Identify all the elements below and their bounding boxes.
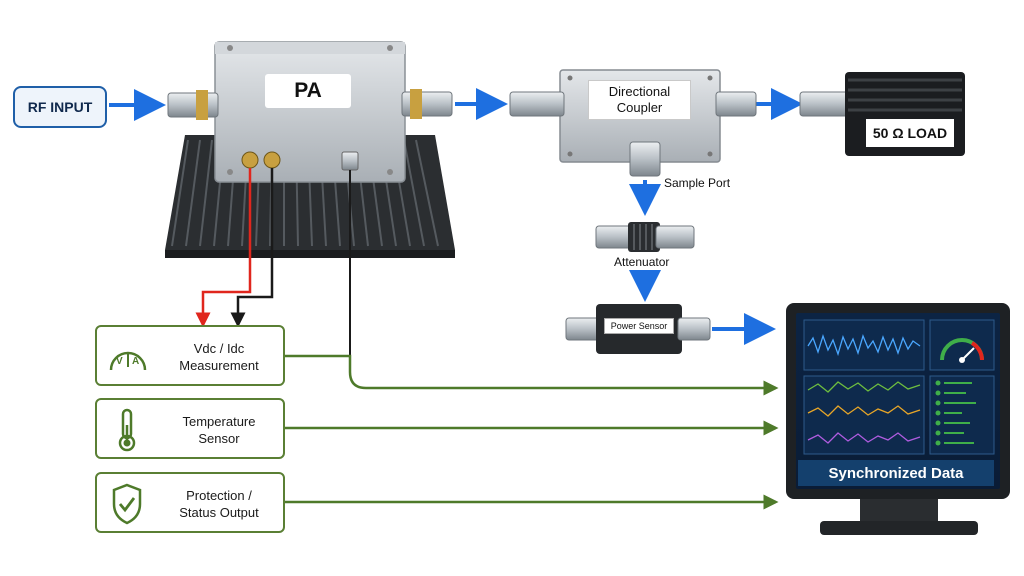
protection-text: Protection / Status Output <box>159 487 279 521</box>
vdc-line1: Vdc / Idc <box>193 341 245 356</box>
positive-wire <box>195 168 252 328</box>
load-label: 50 Ω LOAD <box>866 119 954 147</box>
temp-line1: Temperature <box>182 414 256 429</box>
sample-port-label: Sample Port <box>664 176 731 190</box>
attenuator-label: Attenuator <box>614 255 670 269</box>
screen-status-list <box>929 375 995 455</box>
coupler-label-line2: Coupler <box>616 100 663 115</box>
vdc-idc-text: Vdc / Idc Measurement <box>159 340 279 374</box>
pa-enclosure <box>214 41 406 183</box>
coupler-label-line1: Directional <box>608 84 671 99</box>
shield-check-icon <box>112 483 142 525</box>
screen-title-bar <box>798 460 994 486</box>
protection-box: Protection / Status Output <box>95 472 285 533</box>
temp-line2: Sensor <box>198 431 240 446</box>
directional-coupler-label: Directional Coupler <box>588 80 691 120</box>
power-sensor-label: Power Sensor <box>604 318 674 334</box>
temperature-text: Temperature Sensor <box>159 413 279 447</box>
pa-input-connector <box>167 90 219 120</box>
pa-output-connector <box>401 89 453 119</box>
svg-text:V: V <box>116 356 123 367</box>
blue-waveform <box>807 333 921 357</box>
screen-top-chart <box>803 319 925 371</box>
attenuator <box>595 222 695 252</box>
temperature-box: Temperature Sensor <box>95 398 285 459</box>
rf-input-block: RF INPUT <box>13 86 107 128</box>
vdc-to-monitor-line <box>284 354 779 396</box>
gauge-icon <box>929 319 995 371</box>
vdc-line2: Measurement <box>179 358 259 373</box>
negative-wire <box>230 168 274 328</box>
rf-input-label: RF INPUT <box>27 99 93 115</box>
svg-text:A: A <box>132 356 139 367</box>
prot-line2: Status Output <box>179 505 259 520</box>
vdc-idc-box: V A Vdc / Idc Measurement <box>95 325 285 386</box>
thermometer-icon <box>118 408 136 452</box>
pa-label: PA <box>265 74 351 108</box>
screen-trend-charts <box>803 375 925 455</box>
monitor <box>786 303 1010 535</box>
prot-line1: Protection / <box>186 488 252 503</box>
voltmeter-icon: V A <box>109 351 147 371</box>
synchronized-data-title: Synchronized Data <box>828 464 964 482</box>
